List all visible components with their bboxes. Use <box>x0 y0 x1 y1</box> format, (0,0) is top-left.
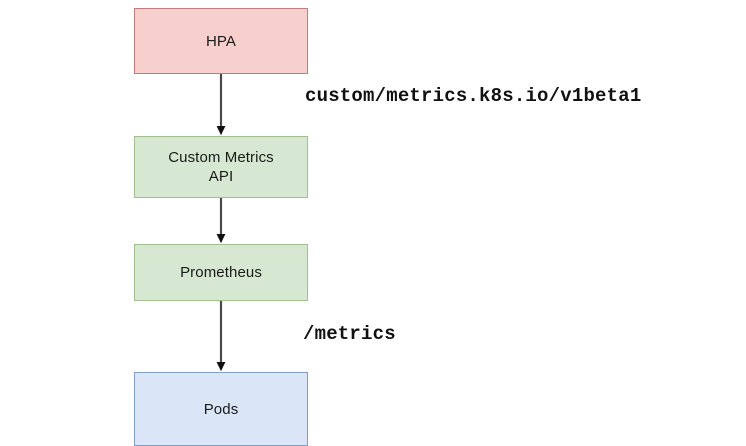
node-prometheus[interactable]: Prometheus <box>134 244 308 301</box>
node-pods[interactable]: Pods <box>134 372 308 446</box>
node-custom-metrics-api-label: Custom Metrics API <box>168 149 274 185</box>
edge-label-custom-metrics-api-path: custom/metrics.k8s.io/v1beta1 <box>305 85 642 107</box>
node-custom-metrics-api[interactable]: Custom Metrics API <box>134 136 308 198</box>
node-pods-label: Pods <box>203 400 239 418</box>
node-prometheus-label: Prometheus <box>180 264 262 281</box>
edge-label-metrics-path: /metrics <box>303 323 396 345</box>
node-hpa-label: HPA <box>205 32 237 50</box>
node-hpa[interactable]: HPA <box>134 8 308 74</box>
